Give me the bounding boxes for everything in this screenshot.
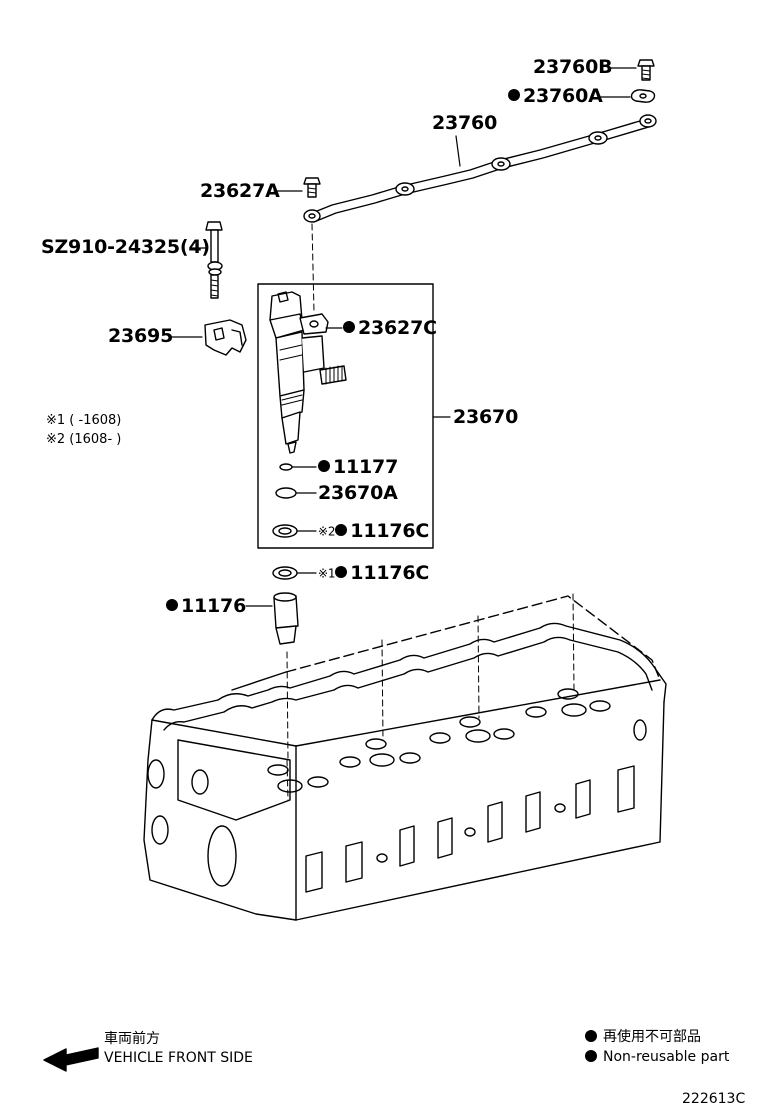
non-reusable-marker bbox=[343, 320, 355, 333]
direction-en: VEHICLE FRONT SIDE bbox=[104, 1050, 253, 1066]
non-reusable-marker bbox=[335, 565, 348, 578]
bolt-sz910 bbox=[205, 221, 223, 299]
legend-jp: 再使用不可部品 bbox=[585, 1030, 701, 1044]
label-11177: 11177 bbox=[318, 458, 398, 477]
assembly-box-23670 bbox=[257, 283, 434, 549]
leader-lines bbox=[171, 67, 637, 607]
non-reusable-marker bbox=[166, 598, 178, 611]
label-sz910: SZ910-24325(4) bbox=[41, 236, 210, 258]
legend-dot-icon bbox=[585, 1030, 597, 1042]
direction-jp: 車両前方 bbox=[104, 1031, 160, 1047]
label-23670: 23670 bbox=[453, 406, 519, 428]
bolt-23627a bbox=[303, 177, 321, 198]
cylinder-head bbox=[143, 595, 667, 921]
label-23760a: 23760A bbox=[508, 87, 603, 106]
note-2: ※2 (1608- ) bbox=[46, 432, 122, 447]
label-23695: 23695 bbox=[108, 325, 174, 347]
label-23627c: 23627C bbox=[343, 319, 437, 338]
label-23670a: 23670A bbox=[318, 482, 398, 504]
label-23627a: 23627A bbox=[200, 180, 280, 202]
legend-en: Non-reusable part bbox=[585, 1050, 729, 1064]
oring-23670a bbox=[275, 487, 297, 499]
label-23760b: 23760B bbox=[533, 56, 613, 78]
label-11176: 11176 bbox=[166, 597, 246, 616]
gasket-23760a bbox=[630, 89, 656, 103]
sleeve-11176 bbox=[273, 592, 299, 645]
legend-dot-icon bbox=[585, 1050, 597, 1062]
arrow-icon bbox=[43, 1047, 99, 1072]
label-23760: 23760 bbox=[432, 112, 498, 134]
bolt-23760b bbox=[637, 59, 655, 81]
return-pipe bbox=[303, 114, 657, 223]
figure-code: 222613C bbox=[682, 1091, 746, 1107]
washer-11176c-2 bbox=[272, 524, 298, 538]
washer-11176c-1 bbox=[272, 566, 298, 580]
non-reusable-marker bbox=[508, 88, 520, 101]
guide-lines bbox=[286, 223, 575, 801]
non-reusable-marker bbox=[335, 523, 348, 536]
injector bbox=[269, 291, 347, 454]
note-1: ※1 ( -1608) bbox=[46, 413, 122, 428]
non-reusable-marker bbox=[318, 459, 330, 472]
seal-11177 bbox=[279, 463, 293, 471]
clamp-23695 bbox=[204, 319, 247, 356]
clamp-23627c bbox=[299, 313, 329, 335]
